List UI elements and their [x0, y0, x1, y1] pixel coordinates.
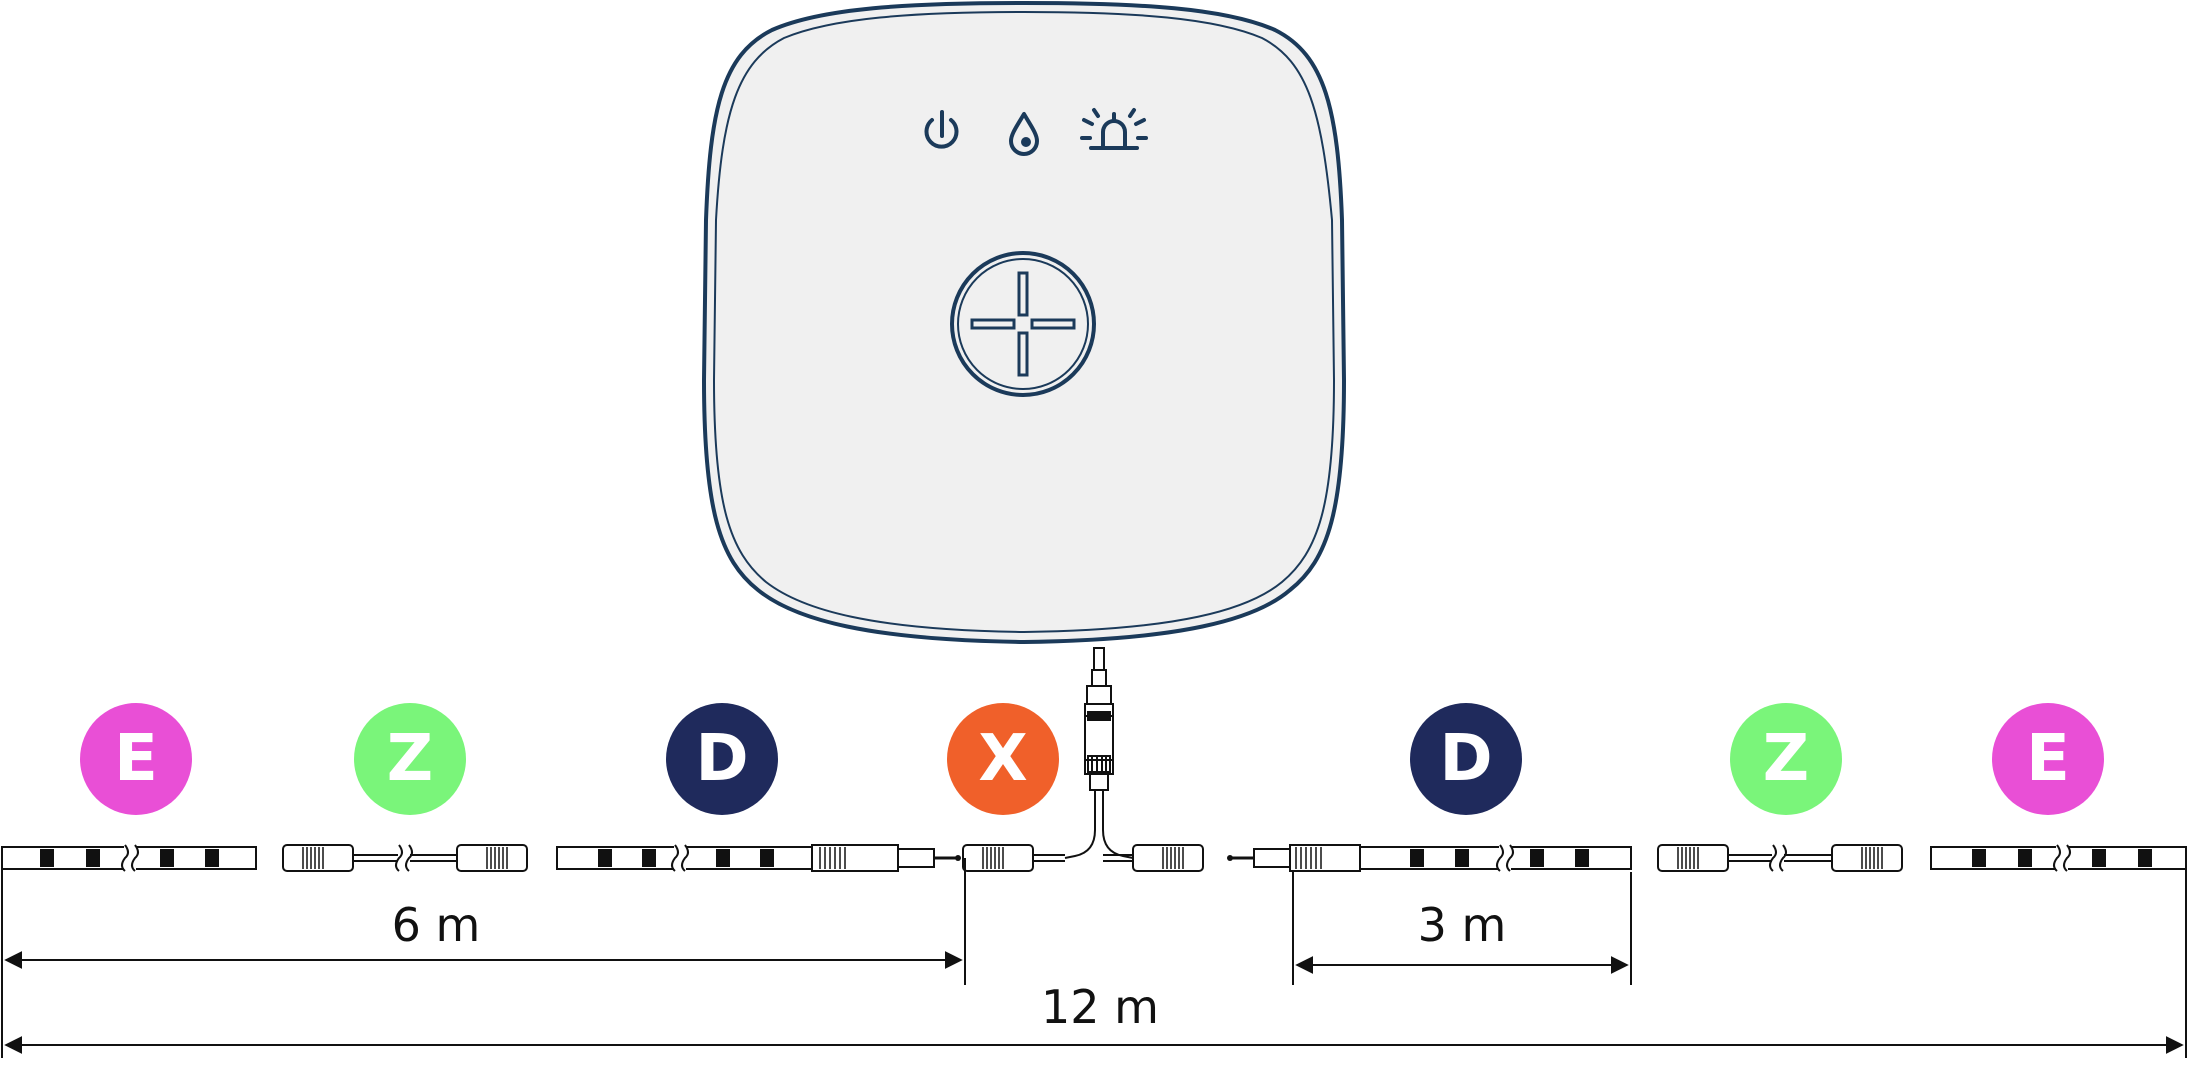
led-marker — [2018, 849, 2032, 867]
badge-d-right: D — [1410, 703, 1522, 815]
led-marker — [160, 849, 174, 867]
badge-letter: E — [114, 722, 158, 796]
cable-break-mark — [681, 844, 689, 872]
female-connector — [1132, 844, 1204, 872]
badge-letter: E — [2026, 722, 2070, 796]
cable-break-mark — [671, 844, 679, 872]
hub-plug — [1064, 647, 1134, 859]
cable-segments — [1, 844, 2187, 872]
badge-e-left: E — [80, 703, 192, 815]
badge-d-left: D — [666, 703, 778, 815]
badge-x: X — [947, 703, 1059, 815]
badge-z-left: Z — [354, 703, 466, 815]
dimension-6m-label: 6 m — [391, 898, 481, 952]
led-marker — [716, 849, 730, 867]
led-strip-segment — [1359, 846, 1632, 870]
hub-device — [701, 0, 1347, 645]
led-marker — [1575, 849, 1589, 867]
led-marker — [760, 849, 774, 867]
led-marker — [1455, 849, 1469, 867]
led-marker — [86, 849, 100, 867]
cable-break-mark — [1506, 844, 1514, 872]
led-marker — [205, 849, 219, 867]
cable-break-mark — [121, 844, 129, 872]
led-marker — [2092, 849, 2106, 867]
led-marker — [1972, 849, 1986, 867]
led-marker — [2138, 849, 2152, 867]
female-connector — [962, 844, 1034, 872]
badge-letter: D — [695, 722, 749, 796]
jack-tip — [1227, 855, 1233, 861]
dimension-12m-label: 12 m — [1041, 980, 1159, 1034]
cable-break-mark — [2063, 844, 2071, 872]
cable-break-mark — [405, 844, 413, 872]
led-marker — [1410, 849, 1424, 867]
jack-sleeve — [1253, 848, 1291, 868]
female-connector — [456, 844, 528, 872]
badge-letter: X — [978, 722, 1028, 796]
cable-break-mark — [2053, 844, 2061, 872]
female-connector — [282, 844, 354, 872]
led-marker — [598, 849, 612, 867]
dimension-lines — [1, 858, 2187, 1058]
badge-letter: D — [1439, 722, 1493, 796]
alarm-bell-icon — [1080, 108, 1148, 150]
cable-break-mark — [395, 844, 403, 872]
jack-tip — [955, 855, 961, 861]
jack-body — [811, 844, 899, 872]
led-marker — [642, 849, 656, 867]
cable-break-mark — [131, 844, 139, 872]
badge-z-right: Z — [1730, 703, 1842, 815]
badge-letter: Z — [1762, 722, 1810, 796]
dimension-3m-label: 3 m — [1417, 898, 1507, 952]
badge-e-right: E — [1992, 703, 2104, 815]
led-marker — [1530, 849, 1544, 867]
plus-icon — [970, 271, 1076, 377]
female-connector — [1657, 844, 1729, 872]
female-connector — [1831, 844, 1903, 872]
water-drop-icon — [1009, 112, 1039, 156]
power-icon — [924, 110, 959, 149]
cable-break-mark — [1496, 844, 1504, 872]
cable-break-mark — [1779, 844, 1787, 872]
jack-sleeve — [897, 848, 935, 868]
cable-break-mark — [1769, 844, 1777, 872]
badge-letter: Z — [386, 722, 434, 796]
pairing-button — [950, 251, 1096, 397]
led-marker — [40, 849, 54, 867]
